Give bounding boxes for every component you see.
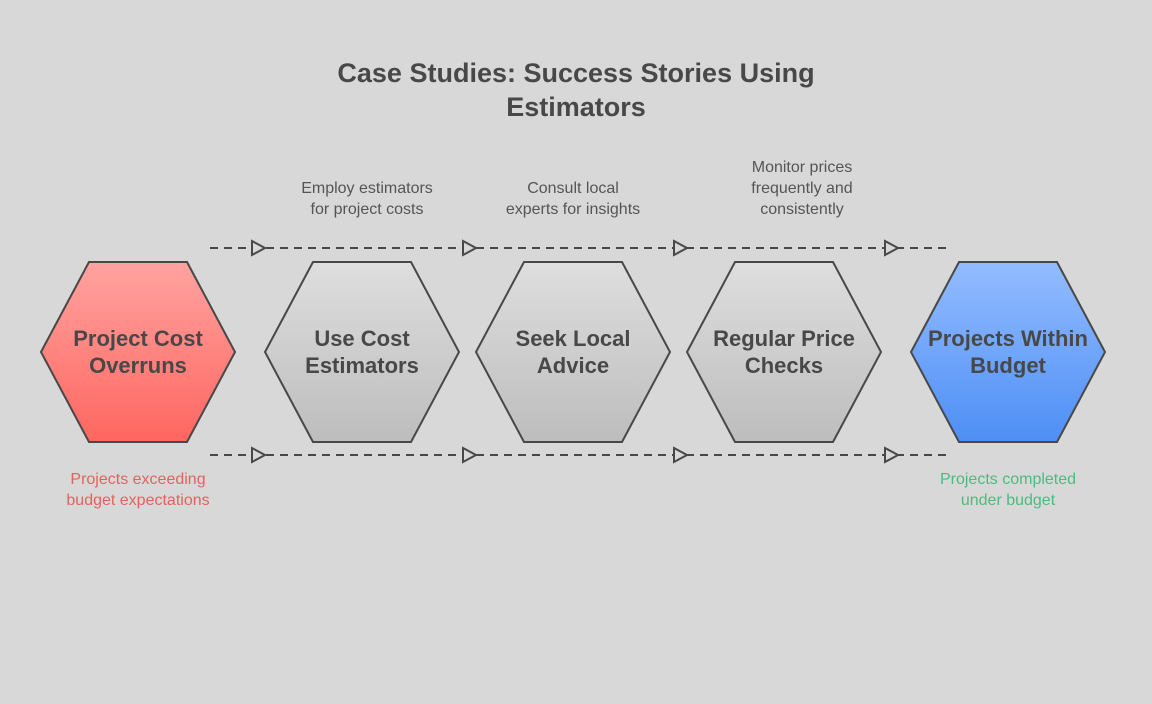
- arrowhead-icon: [251, 239, 268, 257]
- hexagon-label-line: Seek Local: [515, 326, 631, 351]
- arrowhead-icon: [673, 446, 690, 464]
- hexagon-1: [39, 261, 237, 443]
- arrowhead-icon: [884, 446, 901, 464]
- hexagon-label-line: Checks: [744, 353, 824, 378]
- hexagon-label-line: Advice: [536, 353, 610, 378]
- hexagon-label-line: Estimators: [305, 353, 419, 378]
- description-line: frequently and: [751, 180, 853, 197]
- arrowhead-icon: [462, 446, 479, 464]
- hexagon-2: [263, 261, 461, 443]
- hexagon-label-line: Overruns: [89, 353, 187, 378]
- hexagon-label-line: Budget: [970, 353, 1046, 378]
- arrowhead-icon: [251, 446, 268, 464]
- title-line-2: Estimators: [506, 92, 646, 122]
- arrowhead-icon: [884, 239, 901, 257]
- hexagon-label-line: Projects Within: [928, 326, 1088, 351]
- step-description: Consult local experts for insights: [473, 178, 673, 220]
- hexagon-5: [909, 261, 1107, 443]
- description-line: for project costs: [310, 201, 424, 218]
- start-description: Projects exceeding budget expectations: [38, 469, 238, 511]
- description-line: Consult local: [527, 180, 619, 197]
- hexagon-label-line: Regular Price: [713, 326, 855, 351]
- description-line: Employ estimators: [301, 180, 433, 197]
- title-line-1: Case Studies: Success Stories Using: [337, 58, 815, 88]
- hexagon-4: [685, 261, 883, 443]
- end-description: Projects completed under budget: [908, 469, 1108, 511]
- arrowhead-icon: [673, 239, 690, 257]
- hexagon-3: [474, 261, 672, 443]
- hexagon-label-line: Use Cost: [314, 326, 410, 351]
- description-line: experts for insights: [505, 201, 641, 218]
- arrowhead-icon: [462, 239, 479, 257]
- hexagons: [39, 261, 1107, 443]
- hexagon-label-line: Project Cost: [73, 326, 203, 351]
- connectors: [210, 239, 952, 464]
- description-line: budget expectations: [66, 492, 210, 509]
- step-description: Employ estimators for project costs: [267, 178, 467, 220]
- step-description: Monitor prices frequently and consistently: [702, 157, 902, 220]
- description-line: Monitor prices: [751, 159, 853, 176]
- description-line: under budget: [960, 492, 1056, 509]
- description-line: consistently: [760, 201, 844, 218]
- description-line: Projects exceeding: [70, 471, 206, 488]
- diagram-title: Case Studies: Success Stories Using Esti…: [0, 56, 1152, 124]
- description-line: Projects completed: [939, 471, 1077, 488]
